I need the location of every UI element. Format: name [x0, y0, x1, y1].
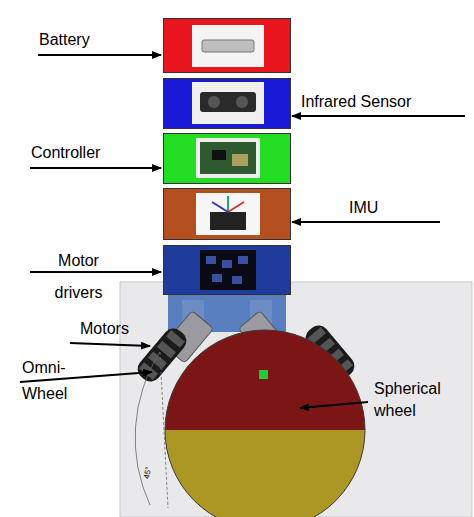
angle-arc: [135, 352, 160, 505]
angle-dimension: 45°: [142, 448, 157, 479]
label-text: IMU: [349, 197, 409, 219]
motor-drivers-picture: [200, 250, 256, 290]
infrared-sensor-picture: [192, 82, 264, 124]
part-label: Omni- Wheel: [22, 355, 78, 407]
infrared-sensor-box: Infrared Sensor: [163, 78, 291, 129]
label-text: Infrared Sensor: [301, 91, 471, 113]
sphere-top: [165, 330, 365, 430]
label-text: Controller: [31, 142, 131, 164]
controller-picture: [196, 138, 260, 178]
sphere-bottom: [165, 430, 365, 517]
battery-picture: [192, 25, 264, 67]
controller-box: Controller: [163, 133, 291, 184]
part-label: Motors: [80, 318, 150, 340]
imu-box: IMU: [163, 188, 291, 240]
label-text: Battery: [39, 29, 129, 51]
motor-drivers-box: Motor drivers: [163, 245, 291, 295]
battery-box: Battery: [163, 18, 291, 73]
dimension-line: [160, 352, 168, 508]
leader-arrows: [20, 55, 465, 408]
part-label: Spherical wheel: [374, 378, 456, 422]
imu-picture: [196, 193, 260, 235]
label-text: Motor drivers: [41, 245, 116, 309]
spherical-wheel-outline: [165, 330, 365, 517]
marker-square: [259, 370, 268, 379]
